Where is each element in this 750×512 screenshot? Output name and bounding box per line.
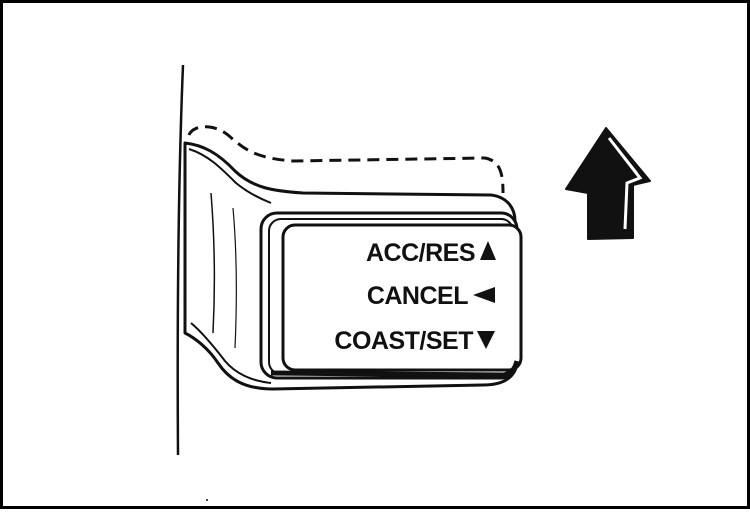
- steering-column-edge: [176, 64, 185, 456]
- scan-speck: [206, 499, 208, 501]
- left-triangle-icon: [473, 287, 495, 303]
- lever-contour-lower: [190, 322, 272, 384]
- up-triangle-icon: [480, 241, 496, 260]
- lever-contour-side-2: [232, 207, 237, 349]
- switch-housing-shadow: [270, 360, 520, 378]
- arrow-up-icon: [565, 127, 651, 240]
- lever-contour-upper: [188, 148, 272, 204]
- switch-face: [281, 223, 523, 372]
- down-triangle-icon: [477, 331, 495, 349]
- acc-res-label: ACC/RES: [366, 239, 475, 267]
- lever-pulled-outline: [187, 125, 505, 194]
- cancel-label: CANCEL: [367, 282, 468, 310]
- lever-contour-side: [210, 192, 216, 334]
- cruise-control-lever-illustration: ACC/RES CANCEL COAST/SET: [176, 64, 651, 501]
- coast-set-label: COAST/SET: [334, 327, 473, 355]
